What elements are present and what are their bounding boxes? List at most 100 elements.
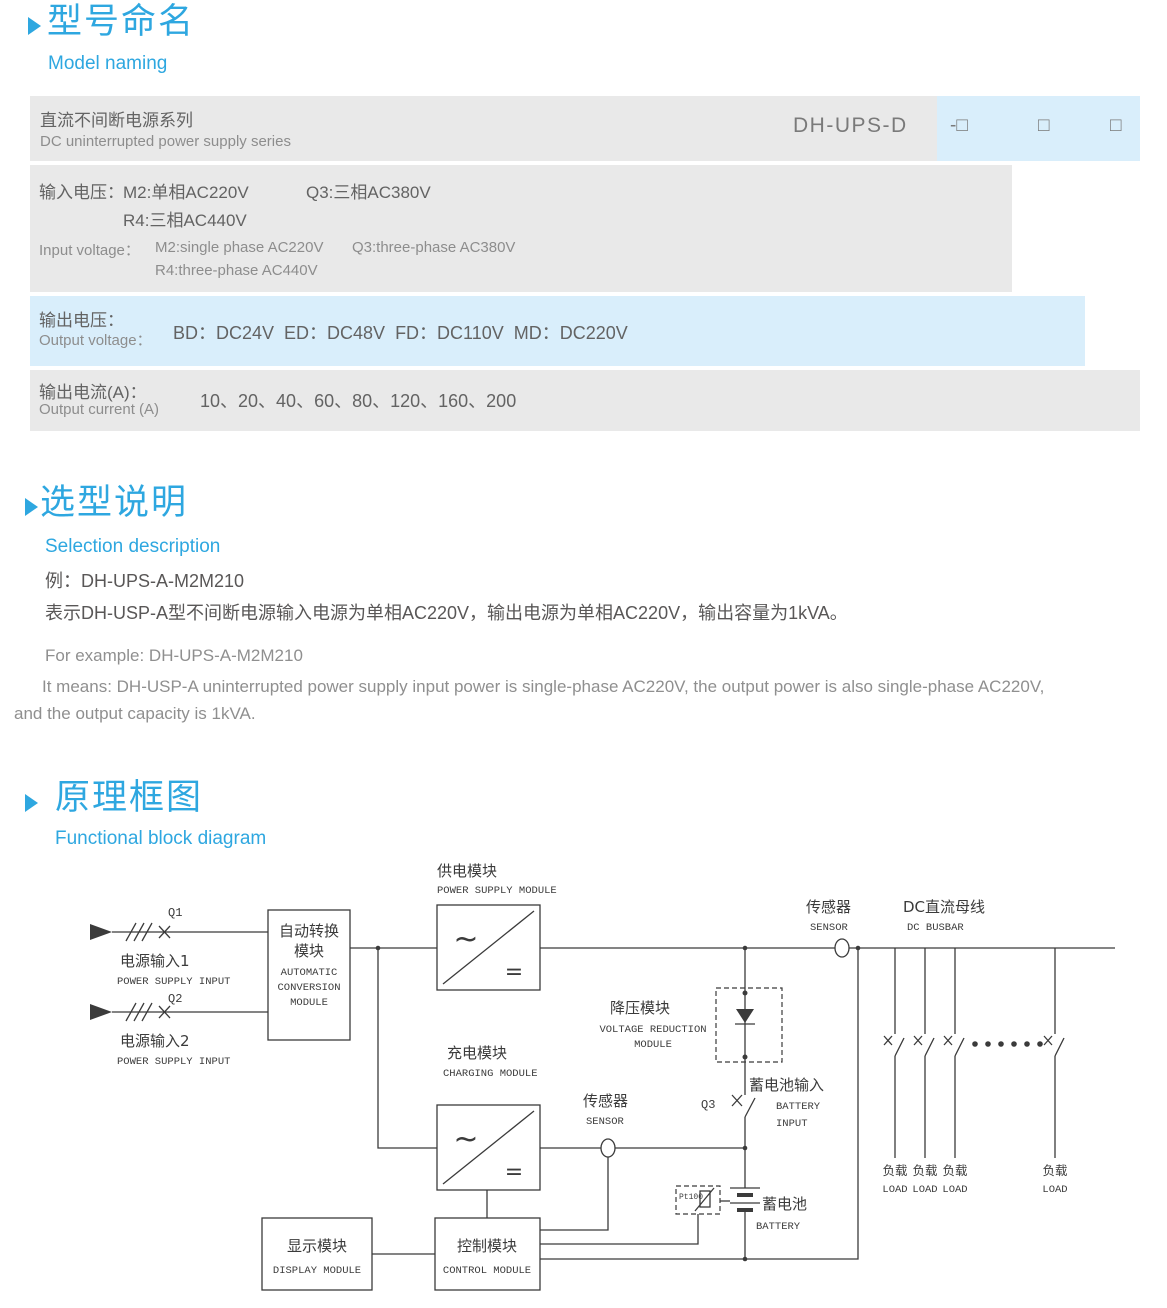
diode-icon: [736, 1009, 754, 1023]
junction-dot: [742, 945, 748, 951]
busbar-label-cn: DC直流母线: [903, 898, 985, 916]
junction-dot: [742, 1256, 748, 1262]
load4-blade-icon: [1054, 1037, 1065, 1057]
input-voltage-label-en: Input voltage：: [39, 242, 140, 259]
input1-slash-icon: [125, 922, 153, 942]
charging-label-cn: 充电模块: [447, 1044, 507, 1062]
selection-desc-en-line2: and the output capacity is 1kVA.: [14, 704, 256, 723]
load3-label-en: LOAD: [942, 1184, 967, 1196]
input-voltage-m2-en: M2:single phase AC220V: [155, 239, 324, 256]
input-voltage-row: 输入电压： M2:单相AC220V Q3:三相AC380V R4:三相AC440…: [30, 165, 1012, 292]
automatic-conversion-module-box: [267, 909, 351, 1041]
input1-label-en: POWER SUPPLY INPUT: [117, 976, 230, 988]
input-voltage-q3-cn: Q3:三相AC380V: [306, 183, 431, 202]
dashed-boxes: [675, 987, 783, 1215]
acm-label-en2: CONVERSION: [277, 982, 340, 994]
output-current-label-cn: 输出电流(A)：: [39, 383, 147, 402]
battery-input-label-en1: BATTERY: [776, 1101, 821, 1113]
selection-desc-cn: 表示DH-USP-A型不间断电源输入电源为单相AC220V，输出电源为单相AC2…: [45, 603, 848, 623]
converter-internals: [442, 910, 715, 1212]
display-label-en: DISPLAY MODULE: [273, 1265, 361, 1277]
q1-label: Q1: [168, 906, 182, 920]
load1-label-cn: 负载: [882, 1163, 908, 1178]
acm-label-cn2: 模块: [294, 942, 324, 960]
vrm-label-cn: 降压模块: [610, 999, 670, 1017]
junction-dot: [855, 945, 861, 951]
sensor2-label-en: SENSOR: [586, 1116, 625, 1128]
series-name-cn: 直流不间断电源系列: [40, 111, 193, 130]
junction-dot: [375, 945, 381, 951]
acm-label-en1: AUTOMATIC: [281, 967, 338, 979]
pt100-signal-wire: [540, 1214, 699, 1245]
psm-dc-symbol: =: [505, 960, 523, 985]
battery-input-label-en2: INPUT: [776, 1118, 808, 1130]
diagram-solids: [90, 924, 1043, 1262]
load1-label-en: LOAD: [882, 1184, 907, 1196]
q3-blade-icon: [744, 1097, 756, 1118]
control-module-box: [434, 1217, 541, 1291]
charging-feed-wire: [377, 948, 437, 1149]
battery-input-label-cn: 蓄电池输入: [749, 1076, 824, 1094]
input2-slash-icon: [125, 1002, 153, 1022]
selection-desc-en-line1: It means: DH-USP-A uninterrupted power s…: [42, 677, 1045, 696]
code-slot-2: □: [1038, 115, 1050, 136]
input-voltage-label-cn: 输入电压：: [39, 183, 124, 202]
rtd-diagonal: [694, 1187, 715, 1212]
load4-breaker-icon: [1043, 1035, 1053, 1046]
voltage-reduction-module-box: [715, 987, 783, 1063]
q3-label: Q3: [701, 1098, 715, 1112]
battery-plates-thin: [730, 1187, 760, 1204]
input-voltage-r4-cn: R4:三相AC440V: [123, 211, 247, 230]
psm-ac-symbol: ~: [453, 922, 478, 957]
load1-breaker-icon: [883, 1035, 893, 1046]
junction-dot: [742, 1145, 748, 1151]
ellipsis-dot: [1011, 1041, 1017, 1047]
acm-label-en3: MODULE: [290, 997, 328, 1009]
input1-breaker-icon: [158, 925, 171, 939]
output-current-label-en: Output current (A): [39, 401, 160, 418]
selection-example-en: For example: DH-UPS-A-M2M210: [45, 646, 303, 665]
input1-label-cn: 电源输入1: [120, 952, 190, 970]
display-label-cn: 显示模块: [287, 1237, 347, 1255]
input1-arrow-icon: [90, 924, 112, 940]
functional-block-diagram: 供电模块 POWER SUPPLY MODULE 传感器 SENSOR DC直流…: [90, 862, 1115, 1291]
busbar-label-en: DC BUSBAR: [907, 922, 964, 934]
load3-blade-icon: [954, 1037, 965, 1057]
selection-example-cn: 例：DH-UPS-A-M2M210: [45, 571, 245, 591]
input2-arrow-icon: [90, 1004, 112, 1020]
load3-label-cn: 负载: [942, 1163, 968, 1178]
input-voltage-q3-en: Q3:three-phase AC380V: [352, 239, 516, 256]
selection-subtitle: Selection description: [45, 536, 221, 557]
display-module-box: [261, 1217, 373, 1291]
diagram-subtitle: Functional block diagram: [55, 828, 267, 849]
diagram-wiring: [112, 922, 1115, 1260]
sensor1-label-en: SENSOR: [810, 922, 849, 934]
input-voltage-m2-cn: M2:单相AC220V: [123, 183, 249, 202]
input2-breaker-icon: [158, 1005, 171, 1019]
vrm-label-en1: VOLTAGE REDUCTION: [599, 1024, 706, 1036]
psm-label-cn: 供电模块: [437, 862, 497, 880]
output-voltage-label-en: Output voltage：: [39, 332, 152, 349]
selection-title: 选型说明: [40, 483, 189, 522]
section3-arrow-icon: [25, 794, 38, 812]
sensor2-label-cn: 传感器: [583, 1092, 628, 1110]
output-current-row: 输出电流(A)： Output current (A) 10、20、40、60、…: [30, 370, 1140, 431]
vrm-label-en2: MODULE: [634, 1039, 672, 1051]
charging-label-en: CHARGING MODULE: [443, 1068, 538, 1080]
sensor2-signal-wire: [540, 1157, 609, 1231]
q2-label: Q2: [168, 992, 182, 1006]
output-voltage-label-cn: 输出电压：: [39, 311, 124, 330]
load4-label-cn: 负载: [1042, 1163, 1068, 1178]
code-slot-3: □: [1110, 115, 1122, 136]
load2-label-cn: 负载: [912, 1163, 938, 1178]
control-label-en: CONTROL MODULE: [443, 1265, 531, 1277]
junction-dot: [742, 1054, 748, 1060]
junction-dot: [742, 990, 748, 996]
input2-label-cn: 电源输入2: [120, 1032, 190, 1050]
load2-label-en: LOAD: [912, 1184, 937, 1196]
diagram-title: 原理框图: [55, 778, 204, 817]
series-row: 直流不间断电源系列 DC uninterrupted power supply …: [30, 96, 937, 161]
battery-label-cn: 蓄电池: [762, 1195, 807, 1213]
load2-breaker-icon: [913, 1035, 923, 1046]
